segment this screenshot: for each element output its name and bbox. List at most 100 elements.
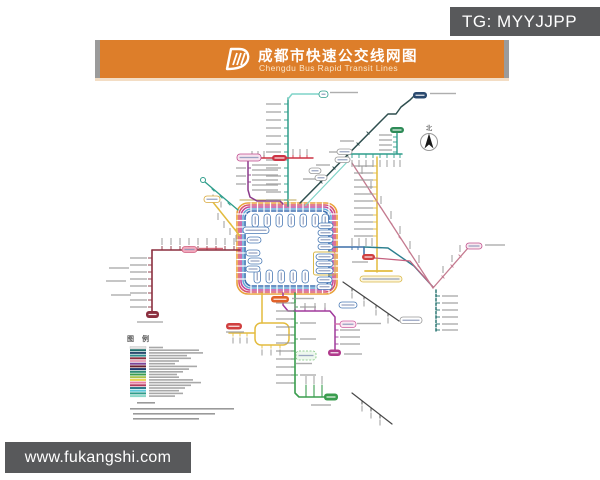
ring-station-slot <box>236 213 247 215</box>
line-north-teal-top <box>287 93 320 100</box>
line-rail-southeast <box>342 281 400 322</box>
station-label-text <box>354 186 373 188</box>
legend-row-text <box>149 360 179 362</box>
note-line-text <box>133 413 215 415</box>
ring-station-slot <box>327 258 339 261</box>
legend-row-text <box>149 389 179 392</box>
station-label-text <box>199 247 223 250</box>
station-name-text <box>314 216 316 225</box>
station-name-text <box>468 245 480 247</box>
station-name-text <box>319 279 330 281</box>
banner-end-cap-left <box>95 40 101 78</box>
station-label-text <box>393 160 395 167</box>
station-label-text <box>266 135 281 137</box>
station-label-text <box>379 419 381 426</box>
station-name-text <box>278 216 280 225</box>
legend-row-text <box>149 384 191 387</box>
legend-swatch <box>130 370 146 373</box>
station-name-text <box>184 248 195 251</box>
station-label-text <box>292 297 314 300</box>
legend-swatch <box>130 357 146 360</box>
station-label-text <box>266 167 281 169</box>
legend-row-text <box>149 362 175 365</box>
station-label-text <box>442 295 458 297</box>
station-label-text <box>442 329 458 331</box>
station-name-text <box>248 268 258 270</box>
station-label-text <box>379 149 392 151</box>
station-label-text <box>324 303 326 309</box>
legend-swatch <box>130 376 146 379</box>
ring-station-slot <box>321 202 324 213</box>
line-northeast-parallel <box>304 158 351 207</box>
ring-station-slot <box>327 252 339 254</box>
station-name-text <box>302 216 304 225</box>
station-label-text <box>276 342 293 344</box>
station-label-text <box>314 303 316 309</box>
ring-station-slot <box>295 202 298 213</box>
station-tick <box>211 188 215 192</box>
station-label-text <box>358 238 360 246</box>
station-tick <box>228 221 232 225</box>
station-label-text <box>299 149 301 155</box>
legend-row-text <box>149 371 183 373</box>
ring-station-slot <box>315 283 317 294</box>
station-name-text <box>320 232 331 234</box>
station-name-text <box>341 304 355 306</box>
station-name-text <box>318 270 331 272</box>
station-tick <box>441 275 445 279</box>
station-label-text <box>306 149 308 155</box>
legend-row-text <box>149 392 183 395</box>
line-west-teal-diagonal <box>204 181 239 211</box>
station-label-text <box>442 266 444 273</box>
page-title: 成都市快速公交线网图 <box>258 49 418 65</box>
station-label-text <box>340 336 360 338</box>
station-name-text <box>148 313 157 316</box>
station-name-text <box>317 177 325 179</box>
line-southeast-mauve-branch <box>432 247 469 289</box>
ring-station-slot <box>295 283 298 294</box>
legend-swatch <box>130 365 146 368</box>
station-name-text <box>254 216 256 225</box>
ring-station-slot <box>327 213 339 215</box>
station-label-text <box>109 267 129 269</box>
station-tick <box>216 206 220 210</box>
compass: 北 <box>420 124 438 151</box>
station-label-text <box>358 160 360 167</box>
station-label-text <box>266 151 281 153</box>
station-label-text <box>340 329 360 331</box>
station-label-text <box>303 178 317 180</box>
ring-station-slot <box>327 265 339 267</box>
watermark-top-text: TG: MYYJJPP <box>462 12 578 31</box>
station-label-text <box>236 183 246 185</box>
station-tick <box>219 195 223 199</box>
station-label-text <box>161 238 163 245</box>
ring-station-slot <box>263 283 265 294</box>
legend-row-text <box>149 357 191 360</box>
station-label-text <box>354 179 373 181</box>
station-label-text <box>354 235 373 237</box>
station-tick <box>417 265 421 269</box>
station-name-text <box>290 216 292 225</box>
station-label-text <box>311 404 331 406</box>
station-label-text <box>111 294 131 296</box>
station-label-text <box>270 349 272 356</box>
station-label-text <box>266 103 281 105</box>
ring-station-slot <box>236 278 247 280</box>
station-label-text <box>130 306 147 308</box>
station-label-text <box>351 238 353 246</box>
line-rail-south <box>351 392 393 425</box>
station-label-text <box>313 376 315 384</box>
station-label-text <box>179 238 181 245</box>
station-name-text <box>319 286 330 288</box>
legend-row-text <box>149 381 201 384</box>
legend-row-text <box>149 387 185 389</box>
station-label-text <box>294 303 296 309</box>
station-label-text <box>361 166 363 174</box>
station-name-text <box>298 354 314 357</box>
note-line-text <box>133 418 199 420</box>
note-line-text <box>137 402 155 404</box>
legend-row-text <box>149 379 193 381</box>
station-name-text <box>320 225 331 227</box>
station-label-text <box>430 92 456 95</box>
station-label-text <box>354 228 373 230</box>
